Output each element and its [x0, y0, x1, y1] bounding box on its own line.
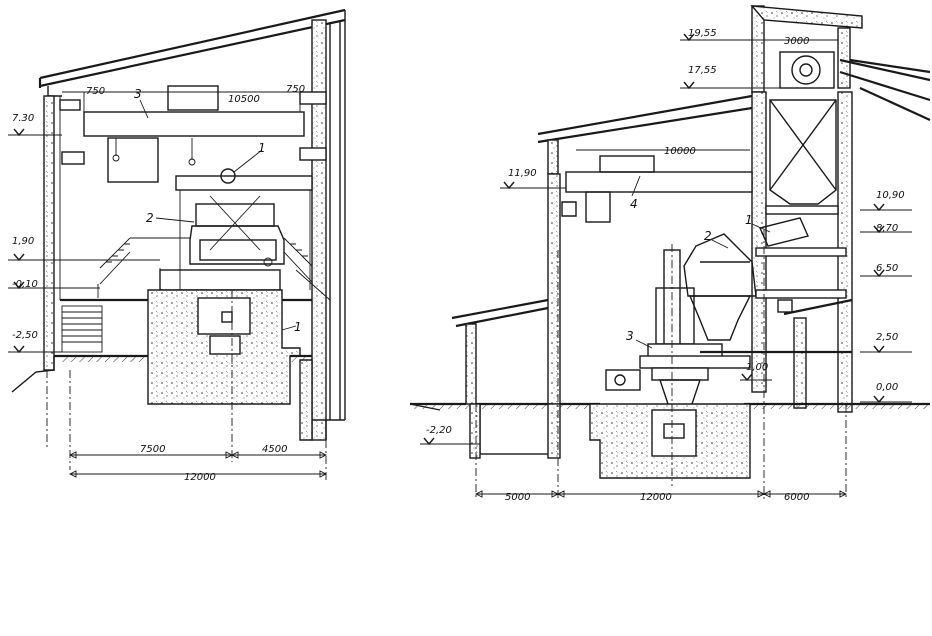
dimension-label: 10000	[664, 146, 696, 157]
dimension-label: 6000	[784, 492, 809, 503]
callout-number: 3	[626, 329, 634, 343]
dimension-label: 750	[86, 86, 105, 97]
cyclone-fan	[791, 55, 821, 85]
drive-motor	[605, 369, 641, 391]
right-section-drawing: 11,90 -2,20 19,55 17,55 10,90 8,70 6,50 …	[409, 5, 931, 503]
elevation-label: 11,90	[508, 168, 537, 179]
dimension-label: 12000	[184, 472, 216, 483]
elevation-label: 0,00	[876, 382, 898, 393]
elevation-label: 19,55	[688, 28, 717, 39]
elevation-label: 1,90	[12, 236, 34, 247]
overhead-crane-bridge	[83, 111, 305, 137]
overhead-crane-4	[565, 171, 753, 193]
elevation-label: 10,90	[876, 190, 905, 201]
elevation-label: 8,70	[876, 223, 898, 234]
inclined-conveyor	[839, 58, 931, 122]
dimension-label: 10500	[228, 94, 260, 105]
left-section-drawing: 7.30 1,90 -0,10 -2,50 750 10500 750 7500…	[8, 8, 346, 483]
dimension-label: 7500	[140, 444, 165, 455]
callout-number: 1	[258, 141, 266, 155]
elevation-label: -2,50	[12, 330, 38, 341]
silo-hopper	[769, 99, 837, 205]
elevation-label: 6,50	[876, 263, 898, 274]
dimension-label: 12000	[640, 492, 672, 503]
callout-number: 1	[745, 213, 753, 227]
left-outer-wall	[43, 95, 55, 371]
elevation-label: 2,50	[876, 332, 898, 343]
elevation-label: 7.30	[12, 113, 34, 124]
separator	[683, 233, 757, 297]
gantry-crane	[175, 175, 313, 191]
left-roof	[38, 8, 346, 88]
left-right-column	[311, 19, 327, 441]
dimension-label: 750	[286, 84, 305, 95]
callout-number: 4	[630, 197, 638, 211]
elevation-label: 17,55	[688, 65, 717, 76]
callout-number: 1	[294, 320, 302, 334]
dimension-label: 5000	[505, 492, 530, 503]
elevation-label: 1,00	[746, 362, 768, 373]
callout-number: 2	[146, 211, 154, 225]
grinding-machine	[159, 195, 285, 291]
right-main-roof	[537, 94, 753, 144]
elevation-label: -0,10	[12, 279, 38, 290]
dimension-label: 4500	[262, 444, 287, 455]
callout-number: 2	[704, 229, 712, 243]
dimension-label: 3000	[784, 36, 809, 47]
left-stair-railing	[99, 237, 331, 301]
callout-number: 3	[134, 87, 142, 101]
elevation-label: -2,20	[426, 425, 452, 436]
